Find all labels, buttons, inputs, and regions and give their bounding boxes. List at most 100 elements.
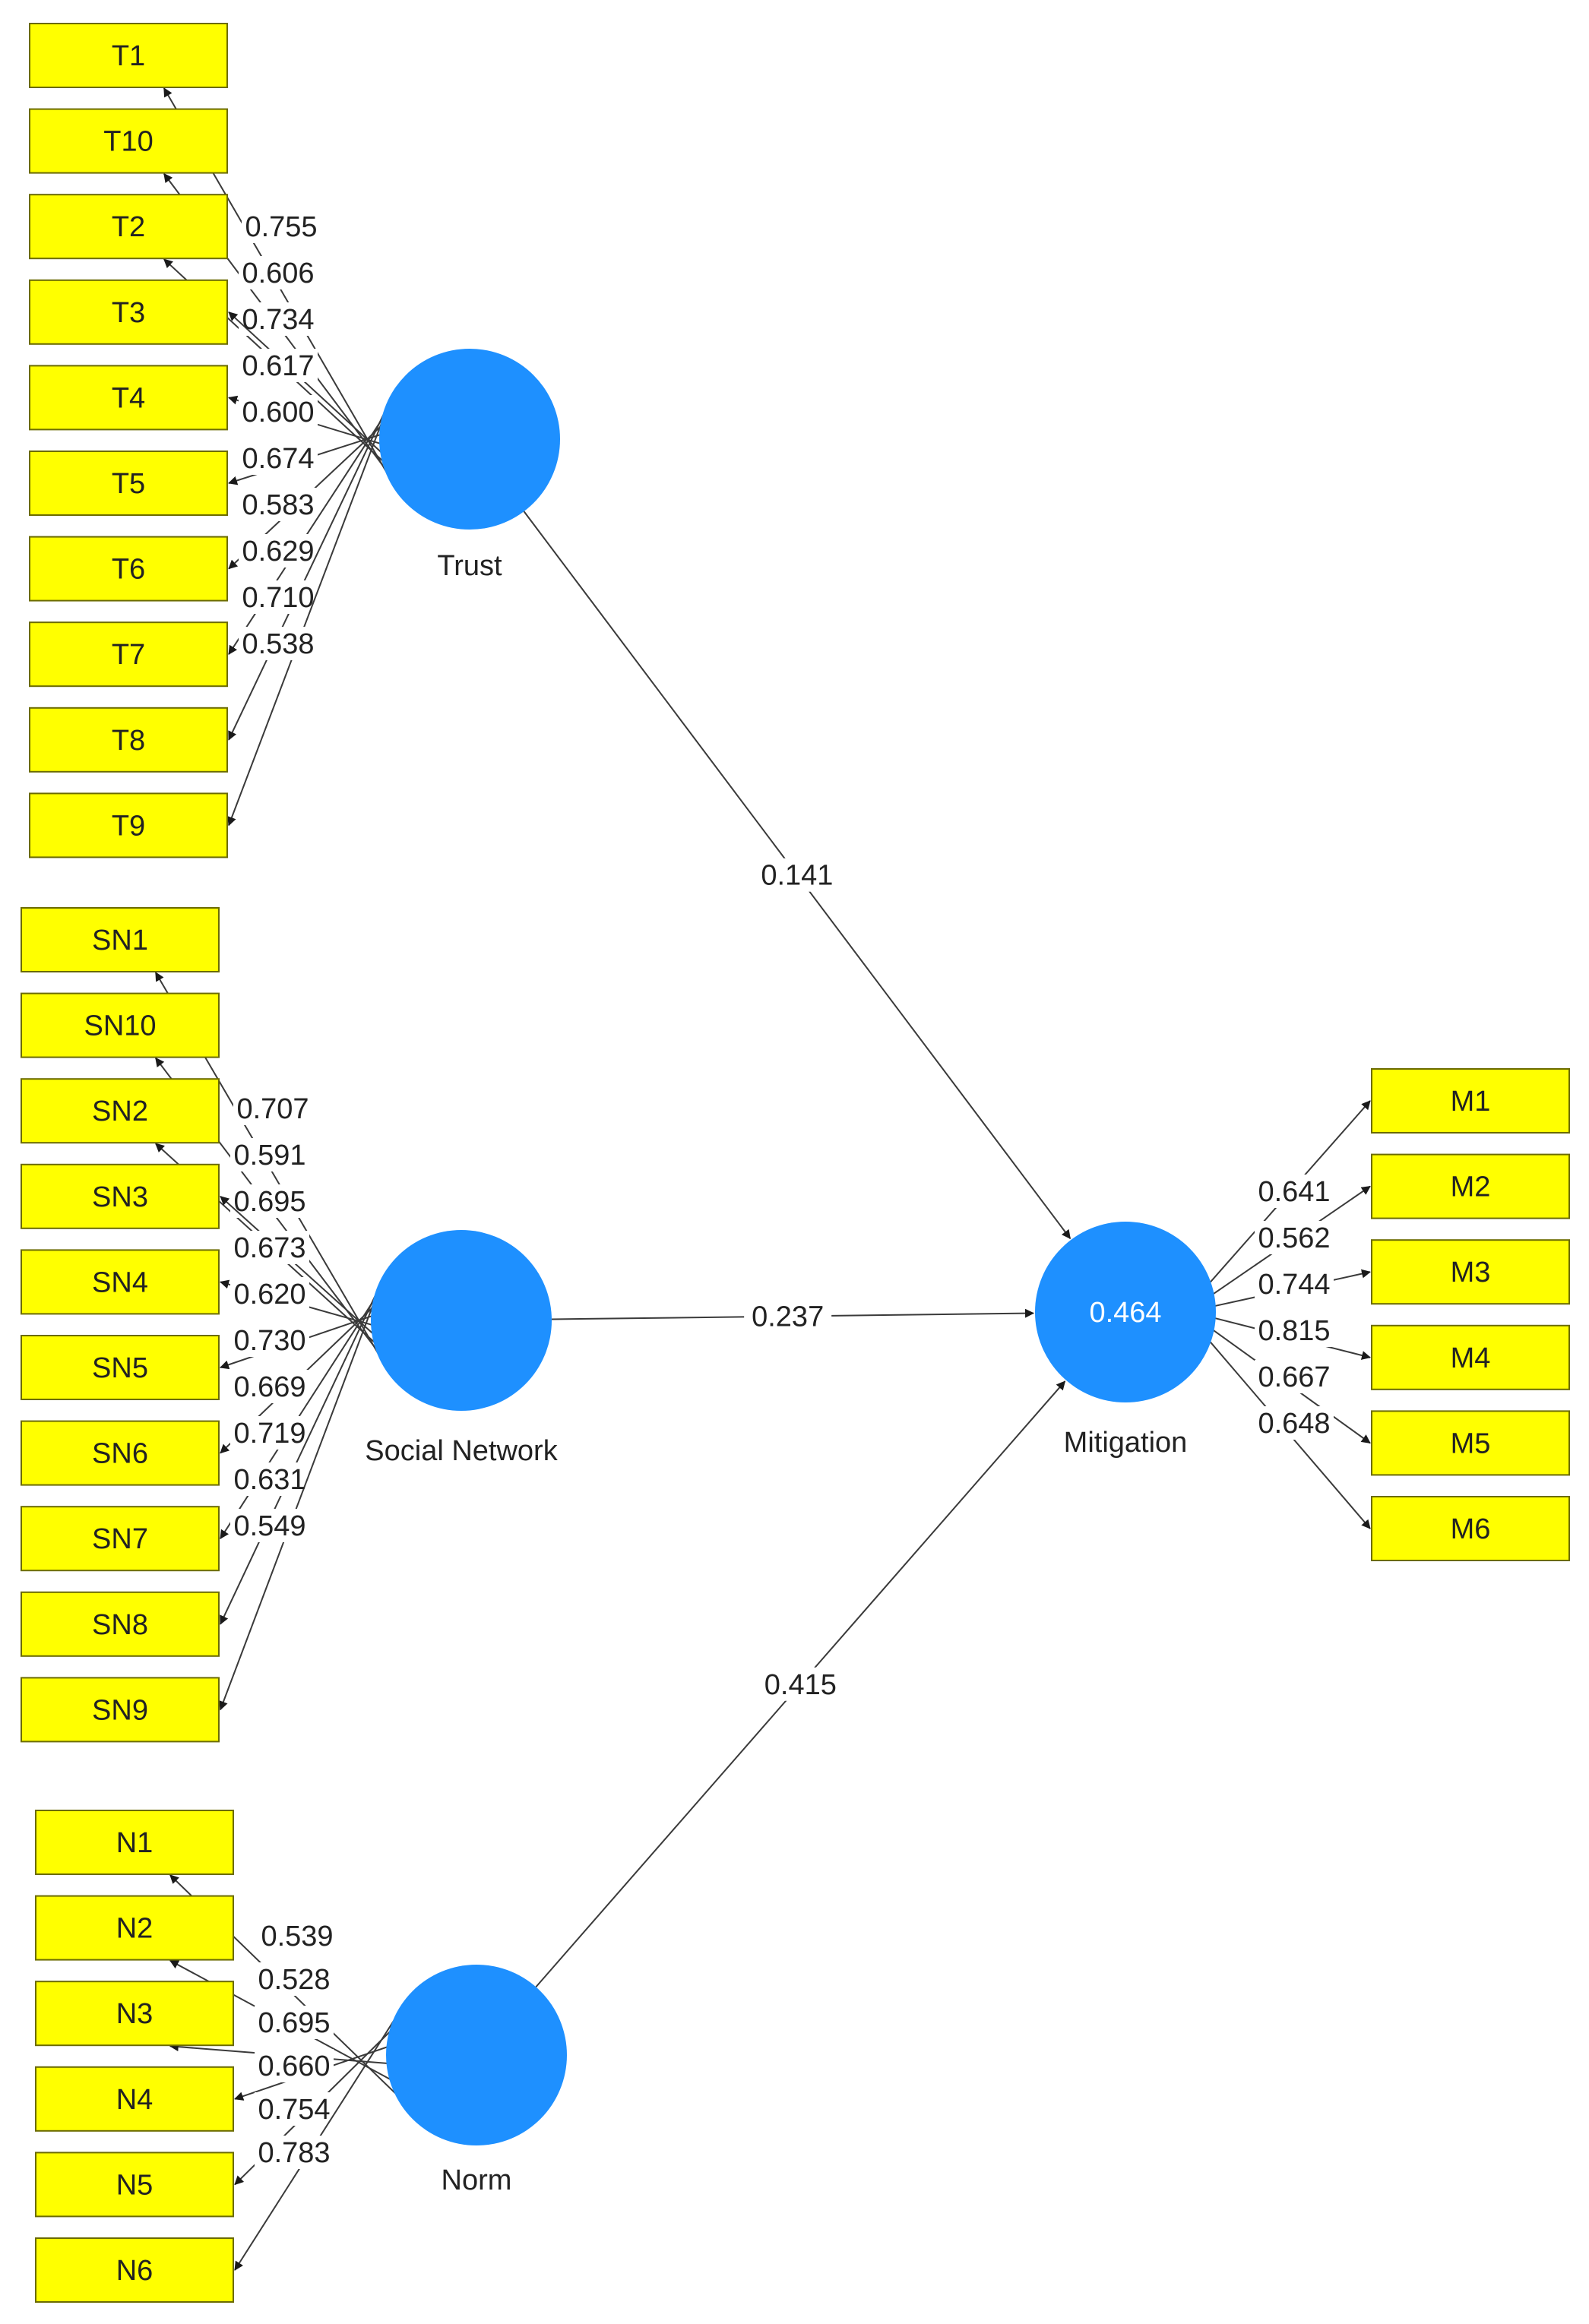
path-coefficient-trust: 0.141 bbox=[761, 860, 833, 892]
loading-value-sn10: 0.591 bbox=[233, 1140, 305, 1171]
indicator-box-sn9[interactable] bbox=[21, 1677, 220, 1743]
loading-backdrop bbox=[1255, 1267, 1334, 1301]
indicator-box-n4[interactable] bbox=[35, 2066, 234, 2132]
indicator-box-t8[interactable] bbox=[29, 707, 228, 773]
loading-value-m3: 0.744 bbox=[1258, 1269, 1330, 1301]
loading-value-t5: 0.674 bbox=[242, 443, 314, 475]
indicator-label-sn4: SN4 bbox=[92, 1266, 148, 1298]
loading-backdrop bbox=[230, 1138, 309, 1171]
loading-value-t1: 0.755 bbox=[245, 211, 317, 243]
indicator-box-n3[interactable] bbox=[35, 1981, 234, 2047]
indicator-label-m4: M4 bbox=[1451, 1342, 1491, 1374]
labels-layer: 0.1410.2370.415T10.755T100.606T20.734T30… bbox=[84, 40, 1490, 2287]
indicator-box-m3[interactable] bbox=[1371, 1239, 1570, 1305]
nodes-layer bbox=[21, 23, 1570, 2303]
loading-value-n4: 0.660 bbox=[258, 2050, 330, 2082]
loading-value-sn7: 0.719 bbox=[233, 1418, 305, 1450]
indicator-box-sn2[interactable] bbox=[21, 1078, 220, 1144]
loading-value-m2: 0.562 bbox=[1258, 1222, 1330, 1254]
latent-label-norm: Norm bbox=[442, 2164, 512, 2196]
indicator-box-m2[interactable] bbox=[1371, 1153, 1570, 1219]
indicator-label-n5: N5 bbox=[116, 2169, 154, 2201]
latent-node-norm[interactable] bbox=[386, 1965, 567, 2145]
path-coefficient-backdrop bbox=[744, 1299, 832, 1333]
loading-value-t6: 0.583 bbox=[242, 489, 314, 521]
loading-arrow-t8 bbox=[228, 406, 388, 741]
loading-backdrop bbox=[230, 1462, 309, 1496]
indicator-box-n5[interactable] bbox=[35, 2152, 234, 2218]
indicator-label-t3: T3 bbox=[112, 297, 145, 329]
loading-backdrop bbox=[230, 1323, 309, 1357]
latent-node-trust[interactable] bbox=[379, 349, 560, 530]
loading-value-m1: 0.641 bbox=[1258, 1176, 1330, 1208]
indicator-box-sn6[interactable] bbox=[21, 1420, 220, 1486]
latent-label-mitigation: Mitigation bbox=[1064, 1427, 1188, 1459]
loading-value-n6: 0.783 bbox=[258, 2137, 330, 2169]
loading-value-t10: 0.606 bbox=[242, 258, 314, 289]
loading-value-sn5: 0.730 bbox=[233, 1325, 305, 1357]
loading-backdrop bbox=[239, 302, 318, 336]
loading-backdrop bbox=[255, 2006, 334, 2039]
loading-backdrop bbox=[258, 1919, 337, 1952]
indicator-box-t3[interactable] bbox=[29, 279, 228, 345]
loading-backdrop bbox=[239, 349, 318, 382]
indicator-label-t10: T10 bbox=[103, 126, 153, 158]
loading-value-m5: 0.667 bbox=[1258, 1361, 1330, 1393]
indicator-label-sn9: SN9 bbox=[92, 1694, 148, 1726]
indicator-box-t6[interactable] bbox=[29, 536, 228, 602]
indicator-box-sn7[interactable] bbox=[21, 1506, 220, 1572]
loading-value-sn2: 0.695 bbox=[233, 1186, 305, 1218]
indicator-box-t10[interactable] bbox=[29, 108, 228, 174]
indicator-box-n2[interactable] bbox=[35, 1895, 234, 1961]
loading-backdrop bbox=[255, 1962, 334, 1996]
loading-backdrop bbox=[230, 1231, 309, 1264]
loading-value-sn4: 0.620 bbox=[233, 1279, 305, 1311]
indicator-box-m4[interactable] bbox=[1371, 1324, 1570, 1390]
indicator-label-m1: M1 bbox=[1451, 1086, 1491, 1118]
latent-node-mitigation[interactable] bbox=[1035, 1222, 1216, 1402]
indicator-box-n1[interactable] bbox=[35, 1810, 234, 1875]
loading-arrow-sn8 bbox=[220, 1288, 380, 1625]
indicator-label-sn8: SN8 bbox=[92, 1609, 148, 1641]
indicator-label-n6: N6 bbox=[116, 2255, 154, 2287]
indicator-box-t9[interactable] bbox=[29, 792, 228, 858]
edges-layer bbox=[154, 87, 1371, 2271]
indicator-box-n6[interactable] bbox=[35, 2237, 234, 2303]
indicator-box-sn4[interactable] bbox=[21, 1249, 220, 1315]
indicator-box-t4[interactable] bbox=[29, 365, 228, 431]
loading-value-t4: 0.600 bbox=[242, 397, 314, 428]
latent-node-social-network[interactable] bbox=[371, 1230, 552, 1411]
loading-value-m6: 0.648 bbox=[1258, 1408, 1330, 1440]
indicator-box-sn5[interactable] bbox=[21, 1335, 220, 1400]
indicator-box-sn10[interactable] bbox=[21, 992, 220, 1058]
loading-arrow-sn3 bbox=[220, 1196, 375, 1336]
loading-backdrop bbox=[239, 488, 318, 521]
indicator-box-sn8[interactable] bbox=[21, 1591, 220, 1657]
indicator-label-t1: T1 bbox=[112, 40, 145, 72]
indicator-box-m5[interactable] bbox=[1371, 1410, 1570, 1476]
loading-backdrop bbox=[1255, 1360, 1334, 1393]
indicator-box-sn1[interactable] bbox=[21, 907, 220, 972]
loading-backdrop bbox=[255, 2092, 334, 2126]
indicator-box-m1[interactable] bbox=[1371, 1068, 1570, 1134]
indicator-box-t1[interactable] bbox=[29, 23, 228, 88]
indicator-box-t5[interactable] bbox=[29, 451, 228, 516]
loading-backdrop bbox=[230, 1509, 309, 1542]
latent-label-social-network: Social Network bbox=[365, 1435, 558, 1467]
loading-backdrop bbox=[239, 441, 318, 475]
loading-value-sn6: 0.669 bbox=[233, 1371, 305, 1403]
loading-value-sn8: 0.631 bbox=[233, 1464, 305, 1496]
loading-backdrop bbox=[230, 1184, 309, 1218]
loading-value-m4: 0.815 bbox=[1258, 1315, 1330, 1347]
indicator-label-sn10: SN10 bbox=[84, 1010, 156, 1042]
indicator-label-t5: T5 bbox=[112, 468, 145, 500]
indicator-label-t8: T8 bbox=[112, 725, 145, 757]
indicator-box-m6[interactable] bbox=[1371, 1496, 1570, 1561]
indicator-box-sn3[interactable] bbox=[21, 1163, 220, 1229]
loading-backdrop bbox=[239, 256, 318, 289]
indicator-box-t2[interactable] bbox=[29, 194, 228, 260]
loading-arrow-t9 bbox=[227, 398, 392, 827]
indicator-box-t7[interactable] bbox=[29, 621, 228, 688]
indicator-label-t2: T2 bbox=[112, 211, 145, 243]
